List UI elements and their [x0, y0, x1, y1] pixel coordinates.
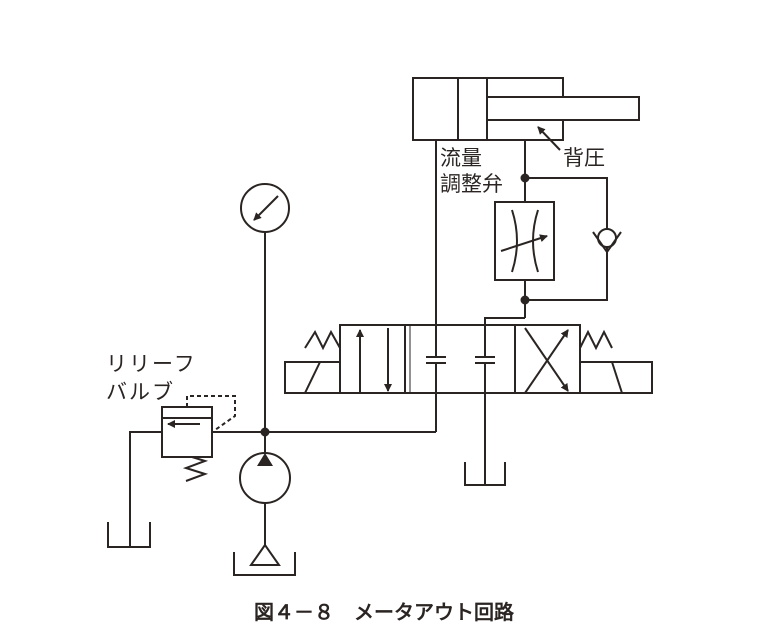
hydraulic-pump-icon — [233, 432, 296, 576]
back-pressure-label: 背圧 — [563, 146, 605, 170]
figure-caption: 図４－８ メータアウト回路 — [254, 600, 514, 624]
meter-out-line — [484, 140, 608, 485]
relief-valve-label-2: バルブ — [106, 380, 175, 404]
back-pressure-arrow-icon — [537, 126, 561, 151]
relief-valve-label: リリーフ — [106, 352, 197, 376]
tank-icon — [464, 462, 506, 486]
check-valve-icon — [592, 228, 622, 254]
flow-control-valve-label-2: 調整弁 — [440, 172, 503, 196]
relief-valve-icon — [107, 395, 236, 548]
hydraulic-cylinder — [412, 77, 640, 141]
pressure-gauge-icon — [240, 183, 290, 432]
directional-control-valve — [284, 324, 653, 394]
flow-control-valve-label: 流量 — [440, 146, 482, 170]
flow-control-valve-icon — [494, 201, 555, 281]
